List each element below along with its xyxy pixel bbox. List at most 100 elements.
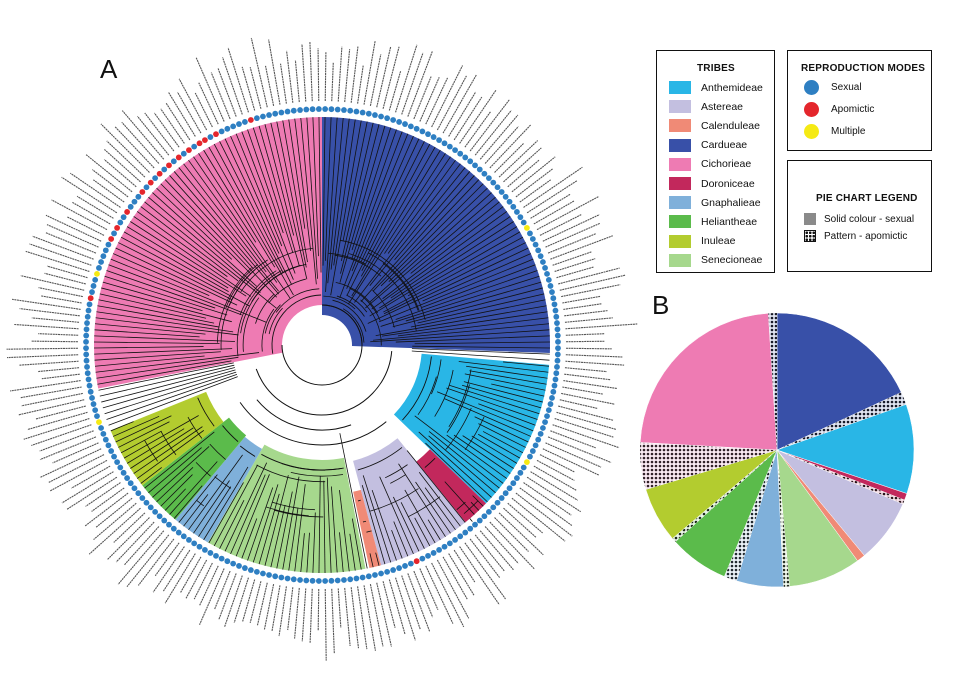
clade-arc (464, 416, 485, 451)
tip-mode-dot (472, 162, 478, 169)
tip-mode-dot (102, 436, 109, 443)
tip-branch (241, 518, 258, 559)
species-label (6, 347, 79, 350)
sector-cardueae (322, 117, 550, 353)
tip-branch (375, 305, 547, 337)
tip-branch (160, 474, 193, 507)
species-label (154, 542, 180, 577)
sector-senecioneae (208, 444, 366, 573)
tip-mode-dot (544, 270, 550, 277)
tip-branch (230, 474, 266, 555)
mode-legend-item-sexual: Sexual (804, 80, 862, 95)
tip-mode-dot (89, 395, 95, 401)
species-label (104, 149, 141, 183)
tip-branch (258, 125, 300, 266)
tip-mode-dot (396, 119, 402, 125)
tip-branch (340, 124, 380, 274)
tip-branch (360, 146, 436, 277)
tip-mode-dot (542, 419, 548, 425)
tribe-legend-label: Gnaphalieae (701, 196, 761, 209)
species-label (337, 46, 343, 102)
clade-arc (255, 294, 275, 324)
tip-branch (410, 201, 500, 274)
tip-mode-dot (476, 517, 483, 524)
species-label (32, 235, 94, 260)
species-label (547, 436, 612, 463)
tip-mode-dot (452, 147, 458, 153)
tip-branch (306, 532, 310, 573)
mode-dot-icon (804, 124, 819, 139)
tip-mode-dot (166, 162, 172, 169)
tip-branch (371, 489, 397, 561)
tip-branch (264, 124, 295, 236)
species-label (558, 405, 614, 421)
tip-branch (164, 488, 186, 511)
tip-mode-dot (481, 513, 488, 520)
tip-mode-dot (413, 558, 420, 565)
clade-arc (332, 299, 367, 332)
tip-mode-dot (430, 134, 437, 140)
species-label (511, 156, 556, 193)
species-label (489, 521, 536, 570)
tip-branch (418, 472, 461, 527)
species-label (264, 65, 275, 106)
tip-mode-dot (322, 578, 329, 584)
tip-mode-dot (135, 490, 142, 497)
species-label (76, 195, 114, 219)
tip-mode-dot (436, 137, 442, 143)
tip-mode-dot (481, 170, 488, 177)
clade-arc (323, 295, 356, 310)
species-label (565, 340, 605, 343)
tip-mode-dot (94, 270, 100, 277)
species-label (357, 586, 368, 650)
tip-mode-dot (309, 577, 316, 584)
species-label (52, 442, 99, 464)
tip-mode-dot (532, 442, 539, 449)
clade-arc (424, 457, 436, 468)
tip-mode-dot (94, 413, 100, 420)
tip-mode-dot (143, 499, 150, 506)
tip-branch (375, 552, 380, 566)
species-label (144, 112, 175, 152)
tip-mode-dot (105, 241, 112, 248)
tip-branch (178, 167, 279, 292)
tip-mode-dot (297, 107, 303, 113)
species-label (309, 41, 313, 102)
tip-branch (330, 118, 350, 270)
tip-mode-dot (430, 550, 437, 556)
tip-mode-dot (510, 203, 517, 210)
species-label (106, 140, 146, 178)
tip-branch (463, 381, 543, 403)
species-label (278, 586, 287, 637)
tip-branch (219, 499, 245, 549)
species-label (153, 112, 180, 148)
tip-mode-dot (186, 147, 192, 153)
tree-hub (294, 317, 350, 373)
tip-mode-dot (111, 453, 117, 460)
species-label (474, 534, 505, 572)
species-label (558, 267, 620, 285)
tip-mode-dot (89, 289, 95, 295)
tip-mode-dot (446, 540, 453, 547)
tip-branch (474, 416, 529, 443)
tip-mode-dot (524, 225, 530, 231)
species-label (382, 581, 396, 628)
tip-branch (471, 435, 518, 464)
species-label (344, 49, 351, 103)
species-label (526, 180, 578, 214)
species-label (106, 517, 150, 561)
tip-mode-dot (554, 326, 561, 333)
tip-mode-dot (436, 547, 442, 553)
tip-mode-dot (365, 573, 372, 580)
mode-legend-item-multiple: Multiple (804, 124, 865, 139)
species-label (39, 448, 102, 479)
tip-mode-dot (328, 106, 335, 113)
species-label (123, 526, 160, 566)
tip-mode-dot (353, 575, 360, 582)
tip-mode-dot (547, 283, 554, 289)
tip-branch (370, 329, 550, 343)
species-label (249, 581, 262, 624)
tip-mode-dot (202, 547, 208, 553)
species-label (317, 588, 320, 631)
tip-branch (351, 127, 392, 251)
